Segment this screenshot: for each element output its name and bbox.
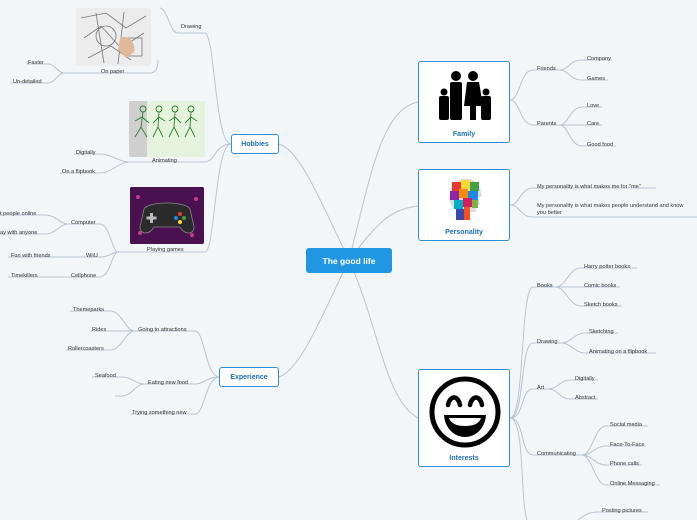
interests-comic-books[interactable]: Comic books bbox=[584, 283, 617, 289]
hobbies-undetailed[interactable]: Un-detailed bbox=[13, 79, 42, 85]
hobbies-play-anyone[interactable]: ay with anyone bbox=[0, 230, 38, 236]
puzzle-head-icon bbox=[449, 178, 482, 220]
personality-statement-2a[interactable]: My personality is what makes people unde… bbox=[537, 203, 684, 209]
experience-trying[interactable]: Trying something new bbox=[132, 410, 187, 416]
personality-statement-2b[interactable]: you better bbox=[537, 210, 562, 216]
family-good-food[interactable]: Good food bbox=[587, 142, 614, 148]
family-love[interactable]: Love bbox=[587, 103, 600, 109]
interests-harry-potter[interactable]: Harry potter books bbox=[584, 264, 631, 270]
experience-seafood[interactable]: Seafood bbox=[95, 373, 116, 379]
interests-books[interactable]: Books bbox=[537, 283, 553, 289]
interests-communicating[interactable]: Communicating bbox=[537, 451, 576, 457]
hobbies-cellphone[interactable]: Cellphone bbox=[71, 273, 97, 279]
experience-rollercoasters[interactable]: Rollercoasters bbox=[68, 346, 104, 352]
root-topic-label: The good life bbox=[322, 255, 376, 266]
interests-social-media[interactable]: Social media bbox=[610, 422, 643, 428]
topic-experience[interactable]: Experience bbox=[219, 367, 279, 387]
hobbies-meet-people[interactable]: t people online bbox=[0, 211, 37, 217]
topic-interests[interactable]: Interests bbox=[418, 369, 510, 467]
topic-hobbies[interactable]: Hobbies bbox=[231, 134, 279, 154]
experience-eating[interactable]: Eating new food bbox=[148, 380, 189, 386]
drawing-on-paper-image bbox=[76, 8, 151, 66]
smiley-icon bbox=[429, 376, 501, 448]
hobbies-flipbook[interactable]: On a flipbook bbox=[62, 169, 95, 175]
interests-sketching[interactable]: Sketching bbox=[589, 329, 614, 335]
topic-family[interactable]: Family bbox=[418, 61, 510, 143]
interests-digitally[interactable]: Digitally bbox=[575, 376, 595, 382]
hobbies-faster[interactable]: Faster bbox=[28, 60, 44, 66]
hobbies-computer[interactable]: Computer bbox=[71, 220, 96, 226]
topic-personality[interactable]: Personality bbox=[418, 169, 510, 241]
interests-online-messaging[interactable]: Online Messaging bbox=[610, 481, 655, 487]
family-care[interactable]: Care bbox=[587, 121, 600, 127]
root-topic[interactable]: The good life bbox=[306, 248, 392, 273]
experience-attractions[interactable]: Going to attractions bbox=[138, 327, 187, 333]
personality-statement-1[interactable]: My personality is what makes me for "me" bbox=[537, 184, 641, 190]
interests-face-to-face[interactable]: Face-To-Face bbox=[610, 442, 645, 448]
family-company[interactable]: Company bbox=[587, 56, 611, 62]
topic-family-label: Family bbox=[452, 131, 476, 138]
topic-interests-label: Interests bbox=[449, 455, 479, 462]
hobbies-on-paper[interactable]: On paper bbox=[101, 69, 125, 75]
hobbies-digitally[interactable]: Digitally bbox=[76, 150, 96, 156]
playing-games-image bbox=[130, 187, 204, 244]
topic-experience-label: Experience bbox=[230, 373, 268, 381]
family-icon bbox=[439, 71, 491, 120]
interests-drawing[interactable]: Drawing bbox=[537, 339, 558, 345]
interests-phone-calls[interactable]: Phone calls bbox=[610, 461, 639, 467]
family-games[interactable]: Games bbox=[587, 76, 606, 82]
interests-posting-pictures[interactable]: Posting pictures bbox=[602, 508, 642, 514]
experience-rides[interactable]: Rides bbox=[92, 327, 107, 333]
hobbies-timekillers[interactable]: Timekillers bbox=[11, 273, 38, 279]
hobbies-fun-friends[interactable]: Fun with friends bbox=[11, 253, 51, 259]
interests-animating-flipbook[interactable]: Animating on a flipbook bbox=[589, 349, 648, 355]
interests-sketch-books[interactable]: Sketch books bbox=[584, 302, 618, 308]
animating-image bbox=[129, 101, 205, 157]
topic-personality-label: Personality bbox=[445, 229, 483, 236]
family-friends[interactable]: Friends bbox=[537, 66, 556, 72]
experience-themeparks[interactable]: Themeparks bbox=[73, 307, 105, 313]
topic-hobbies-label: Hobbies bbox=[241, 140, 269, 148]
family-parents[interactable]: Parents bbox=[537, 121, 557, 127]
interests-abstract[interactable]: Abstract bbox=[575, 395, 596, 401]
hobbies-playing-games[interactable]: Playing games bbox=[147, 247, 184, 253]
hobbies-wiiu[interactable]: WiiU bbox=[86, 253, 98, 259]
interests-art[interactable]: Art bbox=[537, 385, 545, 391]
hobbies-drawing[interactable]: Drawing bbox=[181, 24, 202, 30]
hobbies-animating[interactable]: Animating bbox=[152, 158, 177, 164]
